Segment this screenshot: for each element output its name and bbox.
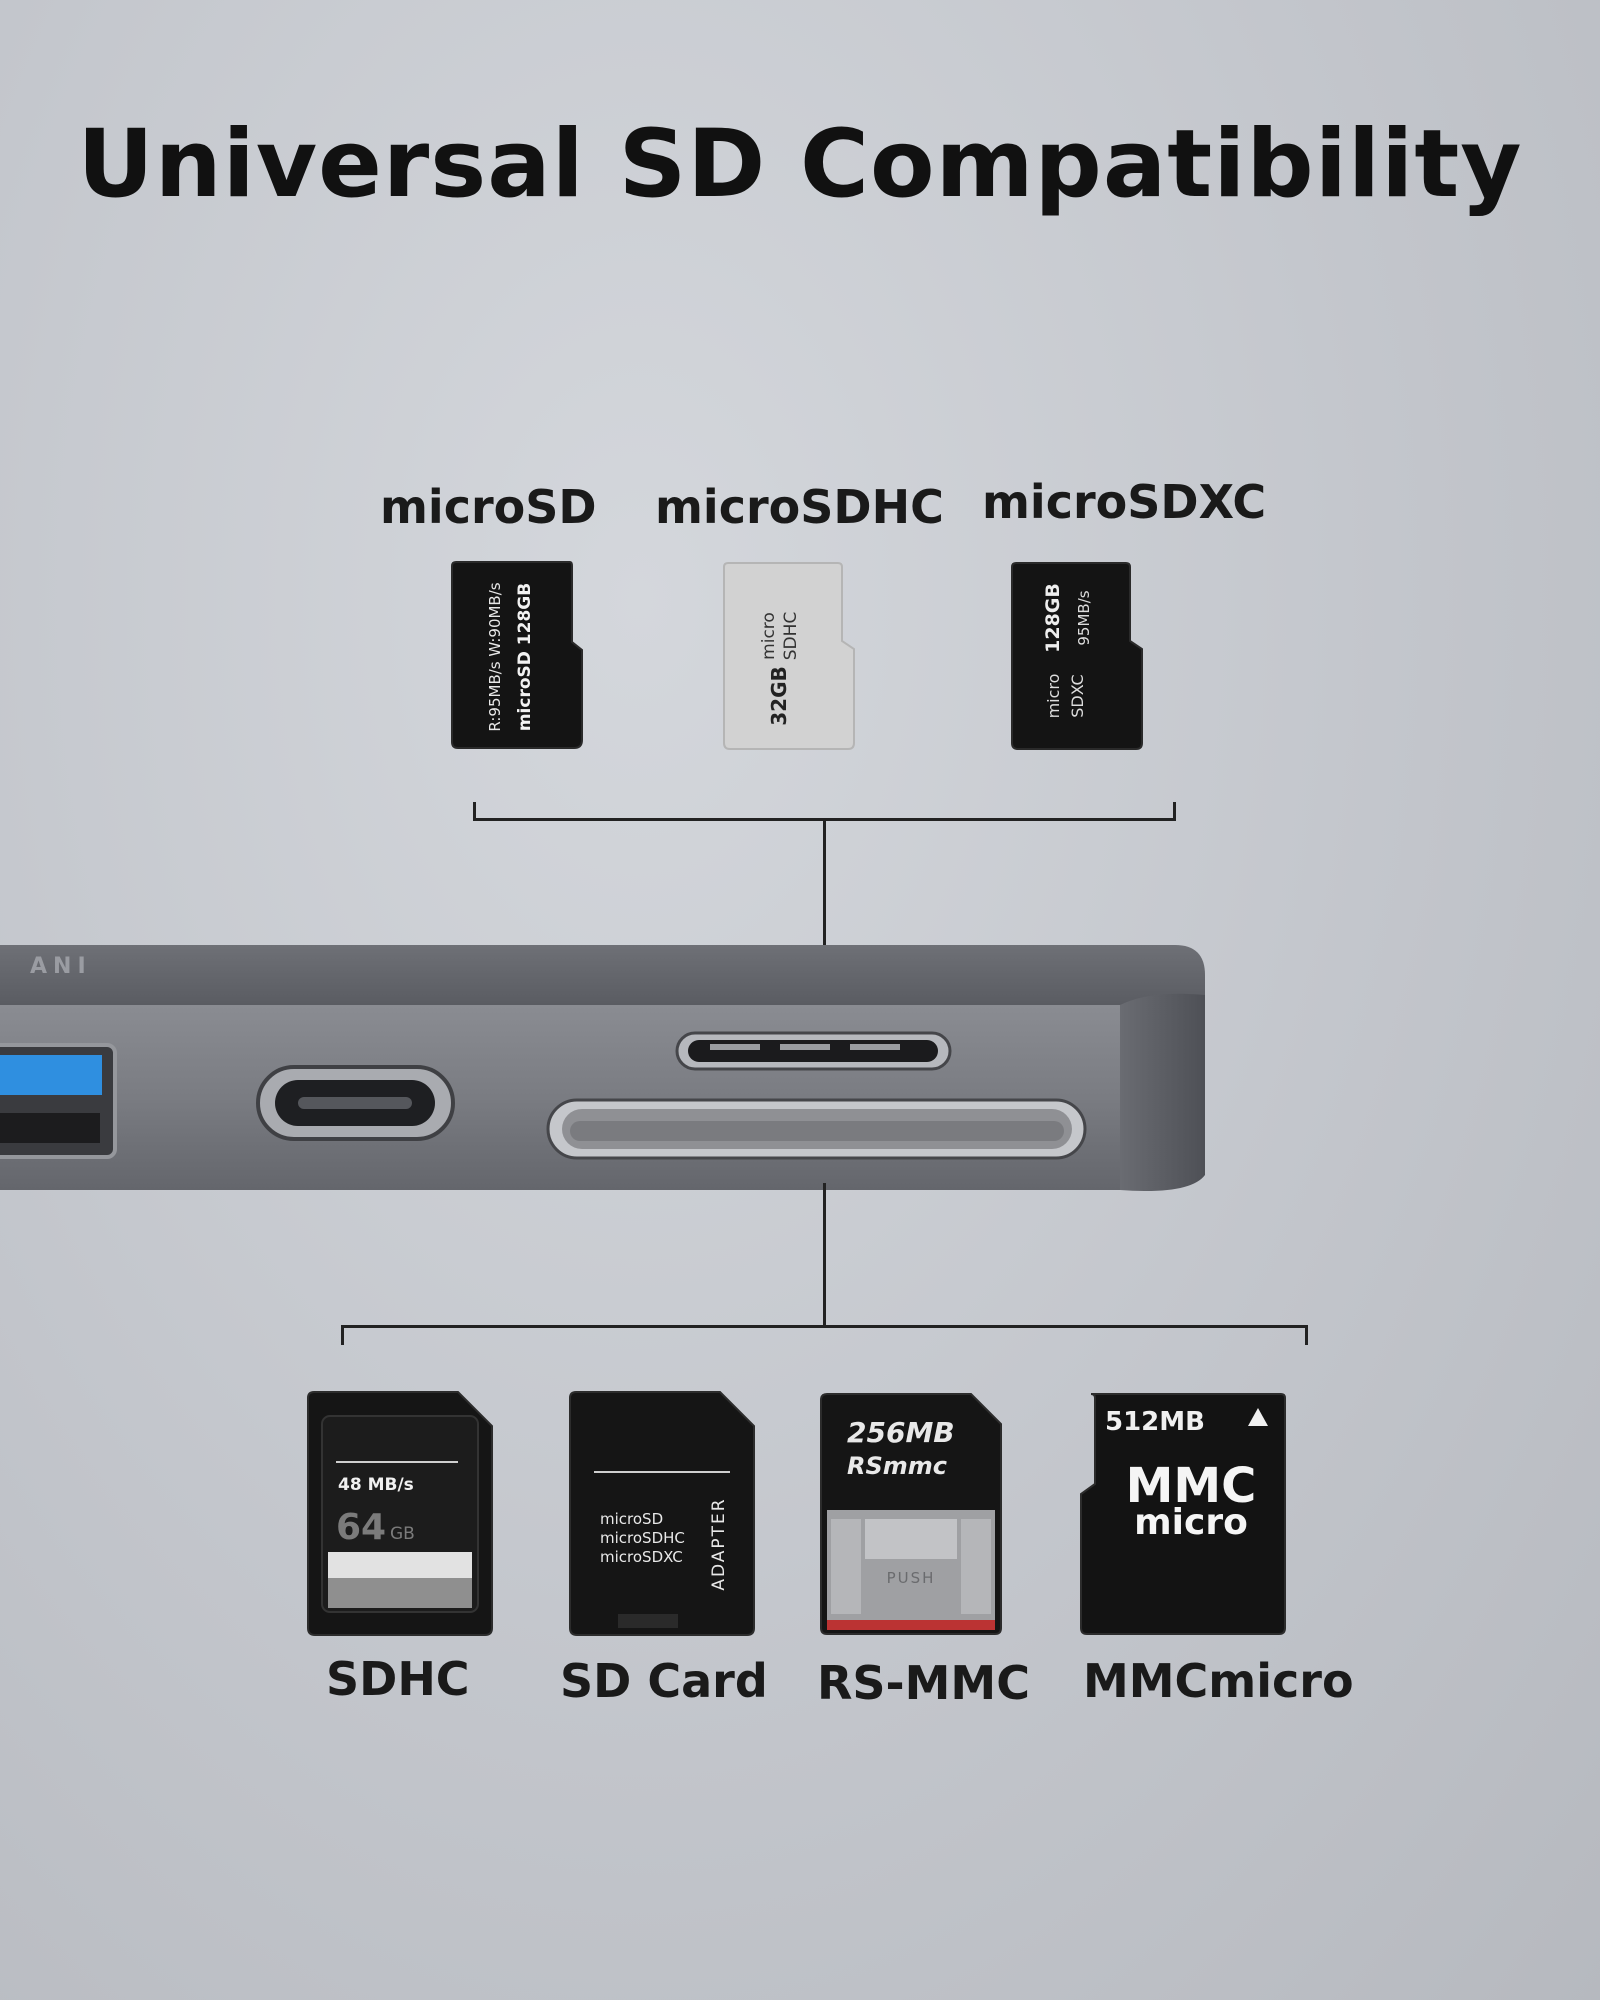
mmcmicro-brand-top: MMC (1126, 1458, 1257, 1514)
bottom-bracket-stem (823, 1183, 826, 1326)
sdhc-card: 48 MB/s 64 GB (307, 1391, 493, 1636)
label-sdhc: SDHC (326, 1652, 470, 1706)
label-microsdxc: microSDXC (982, 475, 1267, 529)
mmcmicro-arrow-icon (1248, 1408, 1268, 1426)
sd-adapter-line-3: microSDXC (600, 1548, 683, 1566)
usb-a-port (0, 1043, 117, 1159)
label-sd-card: SD Card (560, 1654, 768, 1708)
microsd-capacity-text: microSD 128GB (515, 583, 535, 731)
microsd-card: R:95MB/s W:90MB/s microSD 128GB (451, 561, 592, 752)
top-bracket-horizontal (473, 818, 1176, 821)
microsdxc-capacity-text: 128GB (1042, 583, 1064, 653)
rs-mmc-push-text: PUSH (887, 1569, 936, 1587)
rs-mmc-card: 256MB RSmmc PUSH (820, 1393, 1002, 1635)
sdhc-capacity-text: 64 (336, 1507, 386, 1548)
top-bracket-left-tick (473, 802, 476, 821)
rs-mmc-capacity-text: 256MB (847, 1416, 955, 1449)
microsd-speed-text: R:95MB/s W:90MB/s (486, 582, 504, 731)
brand-mark: ANI (30, 954, 92, 979)
microsdhc-capacity-text: 32GB (767, 666, 791, 726)
microsdhc-card: micro SDHC 32GB (723, 562, 864, 753)
label-microsdhc: microSDHC (655, 480, 944, 534)
sd-slot (546, 1098, 1087, 1160)
microsdhc-sdhc-text: SDHC (781, 612, 801, 661)
label-mmcmicro: MMCmicro (1083, 1654, 1354, 1708)
label-rs-mmc: RS-MMC (817, 1656, 1030, 1710)
sd-adapter-line-2: microSDHC (600, 1529, 685, 1547)
sd-adapter-card: microSD microSDHC microSDXC ADAPTER (569, 1391, 755, 1636)
usb-c-hub: ANI (0, 945, 1210, 1209)
microsdxc-micro-text: micro (1044, 674, 1063, 719)
microsdxc-sdxc-text: SDXC (1068, 674, 1087, 717)
microsd-slot (675, 1031, 952, 1071)
label-microsd: microSD (380, 480, 597, 534)
mmcmicro-brand-bottom: micro (1134, 1502, 1248, 1543)
sdhc-speed-text: 48 MB/s (338, 1475, 414, 1495)
microsdxc-card: 128GB 95MB/s micro SDXC (1011, 562, 1152, 753)
mmcmicro-capacity-text: 512MB (1105, 1407, 1205, 1437)
bottom-bracket-horizontal (341, 1325, 1308, 1328)
bottom-bracket-right-tick (1305, 1325, 1308, 1345)
microsdhc-micro-text: micro (759, 612, 779, 660)
top-bracket-right-tick (1173, 802, 1176, 821)
top-bracket-stem (823, 820, 826, 1016)
sd-adapter-side-text: ADAPTER (709, 1497, 729, 1590)
page-title: Universal SD Compatibility (77, 110, 1523, 219)
usb-c-port (256, 1065, 455, 1141)
bottom-bracket-left-tick (341, 1325, 344, 1345)
sdhc-unit-text: GB (390, 1524, 415, 1544)
microsdxc-speed-text: 95MB/s (1075, 590, 1093, 645)
sd-adapter-line-1: microSD (600, 1510, 663, 1528)
mmcmicro-card: 512MB MMC micro (1080, 1393, 1286, 1635)
rs-mmc-brand-text: RSmmc (847, 1452, 947, 1480)
